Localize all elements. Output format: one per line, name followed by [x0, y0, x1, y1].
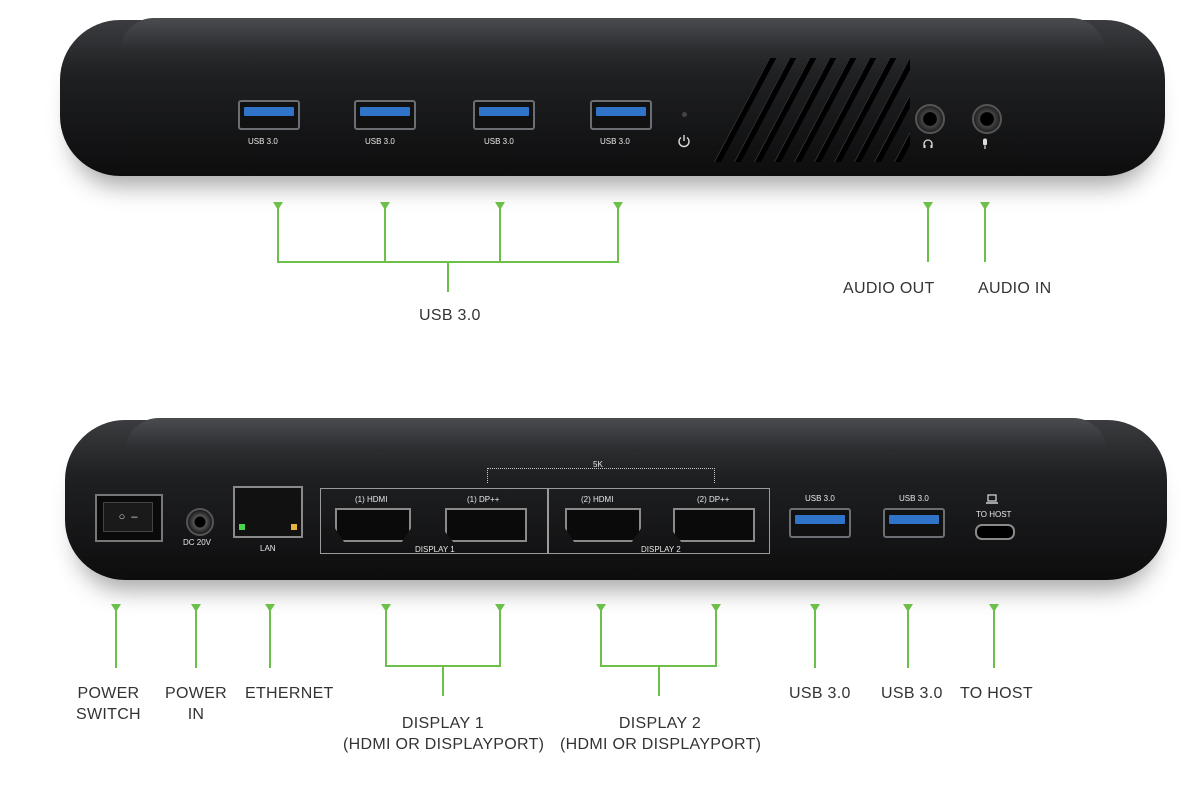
- callout-tick: [380, 202, 390, 210]
- dp-1-port: [445, 508, 527, 542]
- hdmi-1-port: [335, 508, 411, 542]
- callout-to-host-text: TO HOST: [960, 685, 1033, 702]
- usb-port-front-2-label: USB 3.0: [365, 137, 395, 146]
- usb-port-front-3-label: USB 3.0: [484, 137, 514, 146]
- callout-display1-text: DISPLAY 1 (HDMI OR DISPLAYPORT): [343, 713, 545, 755]
- callout-tick: [265, 604, 275, 612]
- dp-2-label: (2) DP++: [697, 495, 730, 504]
- callout-tick: [495, 604, 505, 612]
- callout-usb-b-text: USB 3.0: [881, 685, 943, 702]
- callout-tick: [381, 604, 391, 612]
- callout-tick: [495, 202, 505, 210]
- callout-power-switch-text: POWER SWITCH: [76, 683, 141, 725]
- usb-port-rear-1: [789, 508, 851, 538]
- usb-rear-1-label: USB 3.0: [805, 494, 835, 503]
- headphone-icon: [923, 139, 933, 148]
- fivek-label: 5K: [593, 460, 603, 469]
- callout-power-in-line1: POWER: [165, 685, 227, 702]
- display-1-label: DISPLAY 1: [415, 545, 455, 554]
- callout-tick: [903, 604, 913, 612]
- callout-tick: [980, 202, 990, 210]
- ethernet-led-left: [239, 524, 245, 530]
- callout-tick: [711, 604, 721, 612]
- callout-tick: [596, 604, 606, 612]
- power-switch-rocker: ○ –: [103, 502, 153, 532]
- callout-power-in-line2: IN: [187, 706, 205, 723]
- callout-display2-line2: (HDMI OR DISPLAYPORT): [560, 736, 762, 753]
- display-2-box: [548, 488, 770, 554]
- callout-tick: [923, 202, 933, 210]
- callout-power-switch-line1: POWER: [77, 685, 140, 702]
- ethernet-led-right: [291, 524, 297, 530]
- microphone-icon: [983, 138, 987, 149]
- hdmi-1-label: (1) HDMI: [355, 495, 388, 504]
- callout-usb-top-bracket: [277, 206, 619, 292]
- laptop-icon: [986, 494, 998, 504]
- hdmi-2-port: [565, 508, 641, 542]
- callout-power-in-text: POWER IN: [165, 683, 227, 725]
- dock-front-view: USB 3.0 USB 3.0 USB 3.0 USB 3.0: [60, 18, 1165, 176]
- callout-tick: [989, 604, 999, 612]
- audio-in-jack: [972, 104, 1002, 134]
- power-led: [682, 112, 687, 117]
- usb-port-front-2: [354, 100, 416, 130]
- dock-rear-view: ○ – DC 20V LAN 5K (1) HDMI (1) DP++ DISP…: [65, 418, 1167, 580]
- callout-usb-top-text: USB 3.0: [419, 307, 481, 324]
- audio-out-jack: [915, 104, 945, 134]
- callout-display1-bracket: [385, 608, 501, 696]
- lan-label: LAN: [260, 544, 276, 553]
- usb-rear-2-label: USB 3.0: [899, 494, 929, 503]
- callout-tick: [111, 604, 121, 612]
- callout-tick: [613, 202, 623, 210]
- ethernet-port: [233, 486, 303, 538]
- to-host-port-label: TO HOST: [976, 510, 1012, 519]
- callout-display1-line2: (HDMI OR DISPLAYPORT): [343, 736, 545, 753]
- usb-port-rear-2: [883, 508, 945, 538]
- display-1-box: [320, 488, 548, 554]
- callout-display2-line1: DISPLAY 2: [618, 715, 702, 732]
- usb-port-front-4-label: USB 3.0: [600, 137, 630, 146]
- dp-2-port: [673, 508, 755, 542]
- fivek-bracket: [487, 468, 715, 483]
- callout-ethernet-text: ETHERNET: [245, 685, 334, 702]
- callout-tick: [191, 604, 201, 612]
- usb-port-front-3: [473, 100, 535, 130]
- callout-usb-a-text: USB 3.0: [789, 685, 851, 702]
- callout-display2-bracket: [600, 608, 717, 696]
- callout-audio-in-text: AUDIO IN: [978, 280, 1052, 297]
- hdmi-2-label: (2) HDMI: [581, 495, 614, 504]
- dock-rear-lid: [125, 418, 1107, 452]
- callout-tick: [810, 604, 820, 612]
- callout-audio-out-text: AUDIO OUT: [843, 280, 935, 297]
- power-switch: ○ –: [95, 494, 163, 542]
- power-icon: [678, 135, 690, 148]
- usb-port-front-1: [238, 100, 300, 130]
- callout-power-switch-line2: SWITCH: [76, 706, 141, 723]
- usb-port-front-4: [590, 100, 652, 130]
- dc-power-jack: [186, 508, 214, 536]
- display-2-label: DISPLAY 2: [641, 545, 681, 554]
- usb-port-front-1-label: USB 3.0: [248, 137, 278, 146]
- dc-power-label: DC 20V: [183, 538, 212, 547]
- callout-display2-text: DISPLAY 2 (HDMI OR DISPLAYPORT): [560, 713, 762, 755]
- callout-display1-line1: DISPLAY 1: [401, 715, 485, 732]
- dp-1-label: (1) DP++: [467, 495, 500, 504]
- callout-tick: [273, 202, 283, 210]
- dock-top-lid: [120, 18, 1105, 52]
- usb-c-to-host-port: [975, 524, 1015, 540]
